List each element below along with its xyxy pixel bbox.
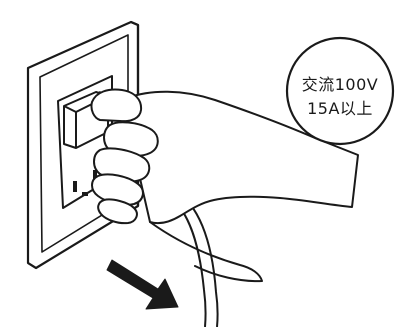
outlet-slot-left <box>73 181 77 192</box>
callout-current-text: 15A以上 <box>286 101 394 117</box>
outlet-ground-hole <box>82 192 88 196</box>
callout-voltage-text: 交流100V <box>286 77 394 93</box>
push-arrow-icon <box>107 260 178 309</box>
